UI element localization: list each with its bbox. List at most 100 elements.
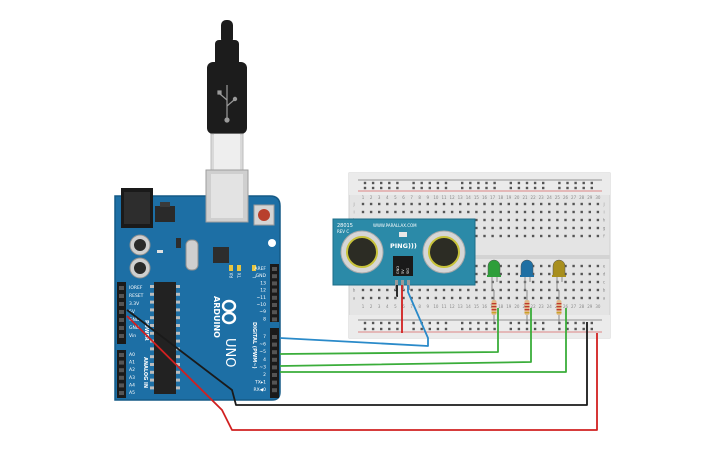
row-letter: i [603, 210, 604, 215]
sensor-name: PING))) [390, 242, 417, 250]
column-number-top: 18 [498, 195, 504, 200]
power-pin-label-2: 3.3V [129, 301, 140, 307]
sensor-part-no: 28015 [337, 223, 353, 229]
column-number-bottom: 9 [427, 304, 430, 309]
column-number-top: 20 [514, 195, 520, 200]
analog-pin-label-5: A5 [129, 390, 135, 396]
column-number-top: 1 [362, 195, 365, 200]
power-pin-label-1: RESET [129, 293, 144, 299]
row-letter: a [603, 296, 606, 301]
digital-header-bottom [270, 328, 279, 398]
column-number-bottom: 15 [474, 304, 480, 309]
column-number-bottom: 28 [579, 304, 585, 309]
wire-gnd [126, 309, 588, 406]
digital-pin-label-low-1: ~6 [259, 342, 266, 348]
column-number-bottom: 22 [531, 304, 537, 309]
power-pin-label-6: Vin [129, 333, 136, 339]
column-number-top: 9 [427, 195, 430, 200]
power-pin-label-5: GND [129, 325, 140, 331]
sensor-pin-5v: 5V [401, 269, 405, 274]
column-number-bottom: 8 [418, 304, 421, 309]
wire-led-blue [279, 308, 532, 367]
digital-pin-label-2: 13 [260, 280, 266, 286]
column-number-top: 4 [386, 195, 389, 200]
sensor-status-led [399, 232, 407, 237]
column-number-bottom: 3 [378, 304, 381, 309]
digital-pin-label-low-4: ~3 [259, 364, 266, 370]
column-number-bottom: 18 [498, 304, 504, 309]
column-number-bottom: 11 [441, 304, 447, 309]
sensor-rev: REV C [337, 229, 349, 234]
digital-header-label: DIGITAL (PWM~) [251, 322, 257, 369]
led-yellow[interactable] [552, 259, 566, 290]
atmega-pins [150, 285, 180, 390]
digital-pin-label-3: 12 [260, 288, 266, 294]
column-number-top: 15 [474, 195, 480, 200]
resistor-2 [524, 290, 530, 322]
column-number-bottom: 12 [450, 304, 456, 309]
power-pin-label-3: 5V [129, 309, 136, 315]
led-blue[interactable] [520, 259, 534, 290]
wires [126, 285, 598, 431]
column-number-top: 26 [563, 195, 569, 200]
arduino-logo-icon [221, 299, 237, 325]
leds-and-resistors [487, 259, 566, 322]
column-number-top: 16 [482, 195, 488, 200]
row-letter: j [352, 202, 354, 207]
column-number-bottom: 6 [402, 304, 405, 309]
column-number-top: 25 [555, 195, 561, 200]
row-letter: b [353, 288, 356, 293]
power-pin-label-0: IOREF [129, 285, 143, 291]
analog-pin-label-2: A2 [129, 367, 135, 373]
digital-pin-label-4: ~11 [257, 295, 267, 301]
column-number-bottom: 4 [386, 304, 389, 309]
row-letter: g [603, 226, 606, 231]
wire-sensor-gnd [396, 285, 398, 297]
wire-5v [126, 315, 598, 431]
column-number-bottom: 16 [482, 304, 488, 309]
arduino-brand: ARDUINO [212, 296, 221, 338]
column-number-top: 2 [370, 195, 373, 200]
resistor-1 [491, 290, 497, 322]
column-number-top: 30 [595, 195, 601, 200]
digital-pin-label-1: GND [256, 273, 267, 279]
column-number-top: 7 [410, 195, 413, 200]
ping-ultrasonic-sensor[interactable]: 28015 REV C WWW.PARALLAX.COM PING))) GND… [332, 218, 476, 290]
led-label-tx: TX [237, 273, 242, 279]
digital-pin-label-low-0: 7 [263, 334, 266, 340]
column-number-bottom: 14 [466, 304, 472, 309]
column-number-bottom: 24 [547, 304, 553, 309]
column-number-top: 13 [458, 195, 464, 200]
digital-pin-label-low-7: RX◀0 [253, 387, 266, 393]
led-label-l: L [252, 275, 257, 278]
column-number-bottom: 19 [506, 304, 512, 309]
analog-header [117, 350, 126, 398]
digital-pin-label-6: ~9 [259, 309, 266, 315]
column-number-top: 5 [394, 195, 397, 200]
wire-led-green [279, 308, 499, 355]
row-letter: h [603, 218, 606, 223]
column-number-bottom: 10 [433, 304, 439, 309]
column-number-top: 28 [579, 195, 585, 200]
usb-cable [207, 20, 247, 171]
column-number-top: 21 [522, 195, 528, 200]
column-number-top: 11 [441, 195, 447, 200]
row-letter: a [353, 296, 356, 301]
analog-pin-label-0: A0 [129, 352, 135, 358]
usb-icon [217, 85, 238, 123]
digital-header-top [270, 264, 279, 322]
digital-pin-label-low-5: 2 [263, 372, 266, 378]
analog-pin-label-3: A3 [129, 375, 135, 381]
column-number-top: 22 [531, 195, 537, 200]
column-number-top: 27 [571, 195, 577, 200]
column-number-top: 6 [402, 195, 405, 200]
digital-pin-label-5: ~10 [257, 302, 267, 308]
row-letter: c [603, 280, 605, 285]
column-number-bottom: 2 [370, 304, 373, 309]
digital-pin-label-low-2: ~5 [259, 349, 266, 355]
row-letter: j [602, 202, 604, 207]
led-green[interactable] [487, 259, 501, 290]
